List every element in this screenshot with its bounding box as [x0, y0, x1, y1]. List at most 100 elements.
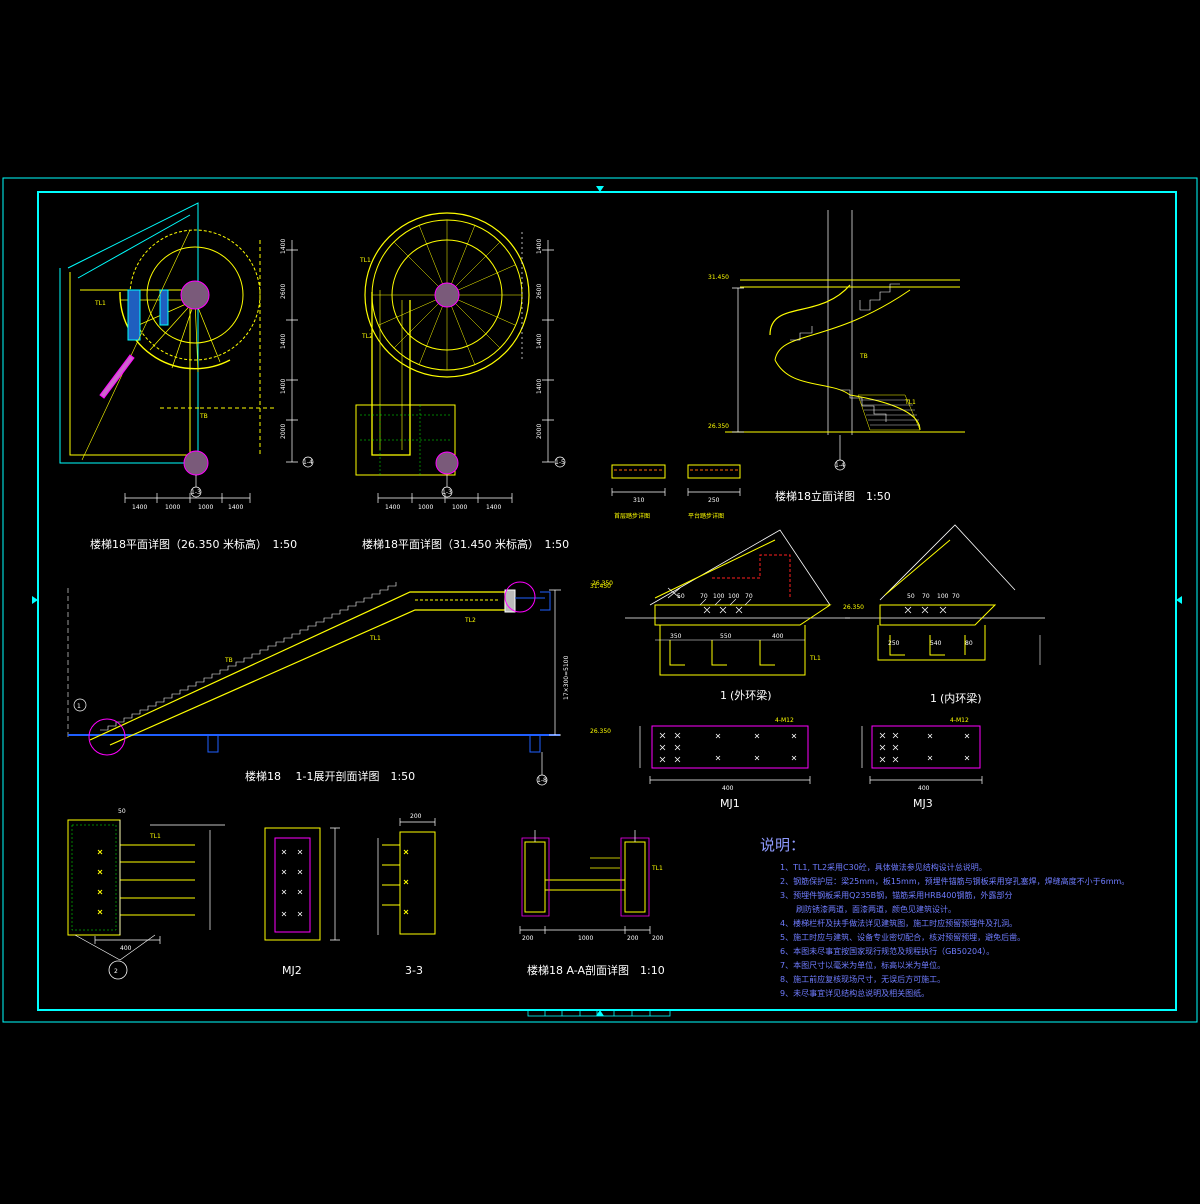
plan-b-drawing — [355, 212, 566, 503]
mj2-title: MJ2 — [282, 964, 302, 977]
elevation-title: 楼梯18立面详图 1:50 — [775, 489, 891, 503]
outer-frame — [2, 177, 1198, 1023]
inner-ring-beam-drawing — [845, 524, 1045, 665]
note-5: 4、楼梯栏杆及扶手做法详见建筑图，施工时应预留预埋件及孔洞。 — [780, 918, 1017, 928]
plan-a-drawing — [59, 202, 314, 503]
plan-b-axis-right: 1-5 — [555, 459, 565, 466]
title-strip — [527, 1009, 671, 1017]
node-2-labels: 400 50 TL1 2 — [114, 808, 161, 975]
elevation-level-bottom: 26.350 — [708, 423, 729, 430]
inner-dim-3: 80 — [965, 640, 973, 647]
inner-ring-title: (内环梁) — [940, 691, 982, 705]
tread-a-dim: 310 — [633, 497, 645, 504]
notes-block: 说明： 1、TL1, TL2采用C30砼，具体做法参见结构设计总说明。 2、钢筋… — [760, 836, 1129, 998]
plan-b-right-5: 2000 — [536, 424, 543, 439]
plan-b-dim-1: 1400 — [385, 504, 400, 511]
inner-top-3: 100 — [937, 593, 949, 600]
mj2-labels: MJ2 — [282, 964, 302, 977]
node2-tl1: TL1 — [149, 833, 161, 840]
sec33-title: 3-3 — [405, 964, 423, 977]
plan-a-dim-2: 1000 — [165, 504, 180, 511]
plan-b-tl1: TL1 — [359, 257, 371, 264]
inner-ring-node: 1 — [930, 692, 937, 705]
section-tl2: TL2 — [464, 617, 476, 624]
plan-b-dim-4: 1400 — [486, 504, 501, 511]
node2-top: 50 — [118, 808, 126, 815]
note-9: 8、施工前应复核现场尺寸，无误后方可施工。 — [780, 974, 945, 984]
section-tb: TB — [224, 657, 233, 664]
note-10: 9、未尽事宜详见结构总说明及相关图纸。 — [780, 988, 929, 998]
note-2: 2、钢筋保护层：梁25mm，板15mm，预埋件锚筋与钢板采用穿孔塞焊，焊缝高度不… — [780, 876, 1129, 886]
tread-details — [611, 464, 741, 496]
note-1: 1、TL1, TL2采用C30砼，具体做法参见结构设计总说明。 — [780, 862, 987, 872]
elevation-tb: TB — [859, 353, 868, 360]
plan-a-tb: TB — [199, 413, 208, 420]
plan-a-dim-4: 1400 — [228, 504, 243, 511]
note-8: 7、本图尺寸以毫米为单位，标高以米为单位。 — [780, 960, 945, 970]
node2-number: 2 — [114, 968, 118, 975]
outer-tl1: TL1 — [809, 655, 821, 662]
outer-dim-3: 400 — [772, 633, 784, 640]
plan-a-right-1: 1400 — [280, 239, 287, 254]
outer-ring-labels: 26.350 350 550 400 50 70 100 100 70 TL1 … — [592, 580, 821, 702]
note-3: 3、预埋件钢板采用Q235B钢，锚筋采用HRB400钢筋，外露部分 — [780, 890, 1012, 900]
plan-b-title: 楼梯18平面详图（31.450 米标高） 1:50 — [362, 537, 569, 551]
plan-b-dim-2: 1000 — [418, 504, 433, 511]
node2-width: 400 — [120, 945, 132, 952]
sec33-width: 200 — [410, 813, 422, 820]
plan-b-right-2: 2600 — [536, 284, 543, 299]
outer-dim-2: 550 — [720, 633, 732, 640]
section-node-no: 1 — [77, 703, 81, 710]
elevation-tl1: TL1 — [904, 399, 916, 406]
plan-a-axis-bottom: 1-3 — [191, 489, 201, 496]
tread-labels: 310 250 首层踏步详图 平台踏步详图 — [614, 497, 724, 520]
plan-b-dim-3: 1000 — [452, 504, 467, 511]
plan-b-right-3: 1400 — [536, 334, 543, 349]
note-4: 刷防锈漆两道，面漆两道，颜色见建筑设计。 — [780, 904, 956, 914]
tread-b-title: 平台踏步详图 — [688, 512, 724, 520]
section-1-1-labels: 31.450 26.350 TL2 TL1 TB 17×300=5100 1 1… — [77, 583, 611, 784]
section-1-1-drawing — [67, 581, 561, 786]
plan-a-axis-right: 1-4 — [303, 459, 313, 466]
outer-ring-beam-drawing — [625, 529, 850, 676]
outer-ring-node: 1 — [720, 689, 727, 702]
plan-a-tl1: TL1 — [94, 300, 106, 307]
mj3-title: MJ3 — [913, 797, 933, 810]
section-steps: 17×300=5100 — [563, 655, 570, 700]
mj1-bolts: 4-M12 — [775, 717, 794, 724]
section-3-3-labels: 200 3-3 — [405, 813, 423, 977]
tread-a-title: 首层踏步详图 — [614, 512, 650, 520]
section-a-a-drawing — [519, 830, 651, 934]
plan-a-right-3: 1400 — [280, 334, 287, 349]
plan-b-axis-bottom: 1-3 — [442, 489, 452, 496]
plan-a-dim-1: 1400 — [132, 504, 147, 511]
aa-dim-1: 200 — [522, 935, 534, 942]
note-7: 6、本图未尽事宜按国家现行规范及规程执行（GB50204）。 — [780, 946, 994, 956]
section-a-a-title: 楼梯18 A-A剖面详图 1:10 — [527, 963, 665, 977]
section-3-3-drawing — [377, 818, 436, 935]
inner-ring-labels: 26.350 250 540 80 50 70 100 70 1 (内环梁) — [843, 593, 982, 705]
elevation-labels: 31.450 26.350 TB TL1 1-4 楼梯18立面详图 1:50 — [708, 274, 916, 503]
mj3-bolts: 4-M12 — [950, 717, 969, 724]
mj2-drawing — [264, 827, 340, 941]
aa-tl1: TL1 — [651, 865, 663, 872]
plan-a-right-2: 2600 — [280, 284, 287, 299]
outer-top-2: 70 — [700, 593, 708, 600]
plan-a-dim-3: 1000 — [198, 504, 213, 511]
mj-labels: 400 400 4-M12 4-M12 MJ1 MJ3 — [720, 717, 969, 810]
plan-b-right-4: 1400 — [536, 379, 543, 394]
outer-ring-title: (外环梁) — [730, 688, 772, 702]
inner-top-2: 70 — [922, 593, 930, 600]
plan-a-right-4: 1400 — [280, 379, 287, 394]
outer-top-5: 70 — [745, 593, 753, 600]
plan-b-tl2: TL2 — [361, 333, 373, 340]
elevation-level-top: 31.450 — [708, 274, 729, 281]
section-a-a-labels: 200 1000 200 200 TL1 楼梯18 A-A剖面详图 1:10 — [522, 865, 665, 977]
inner-dim-1: 250 — [888, 640, 900, 647]
aa-dim-2: 1000 — [578, 935, 593, 942]
elevation-axis: 1-4 — [835, 462, 845, 469]
plan-a-right-5: 2000 — [280, 424, 287, 439]
mj3-width: 400 — [918, 785, 930, 792]
elevation-drawing — [725, 210, 965, 471]
